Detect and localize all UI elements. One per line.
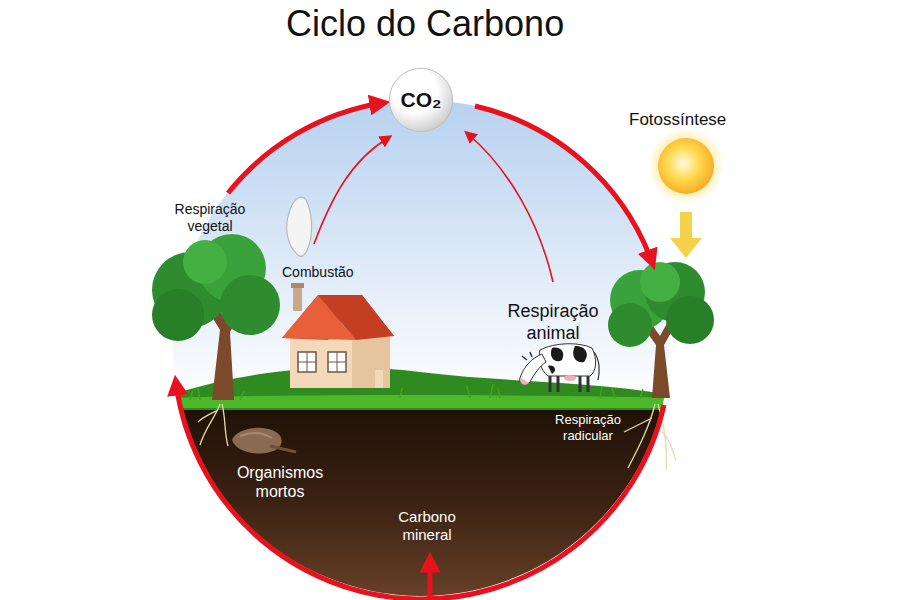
process-label: Respiração radicular [543,412,633,443]
thin-arrows [314,134,553,282]
process-label: Fotossíntese [629,110,726,130]
process-label: Respiração vegetal [165,201,255,235]
sun [648,128,724,258]
cycle-ring-arrows [176,103,664,599]
soil [0,402,900,600]
diagram-title: Ciclo do Carbono [286,2,564,45]
co2-circle: CO₂ [388,67,454,133]
circle-shape [389,68,452,131]
roots [198,404,676,470]
ring-arrow [428,560,433,597]
grass-blades [190,384,643,400]
ring-arc [475,106,652,262]
cow [520,344,600,392]
grass [160,395,690,408]
combustion-arrow [314,138,388,244]
reservoir-label: Carbono mineral [382,508,472,544]
ring-arc [176,383,664,599]
animal-respiration-arrow [468,134,553,282]
node-content: CO₂ [388,67,454,133]
sky [0,0,900,402]
node-label: CO₂ [401,88,442,112]
smoke [287,197,312,256]
right-tree [608,262,714,398]
reservoir-label: Organismos mortos [225,463,335,501]
ring-arc [228,103,382,193]
process-label: Respiração animal [498,301,608,344]
dead-organism [232,428,296,454]
process-label: Combustão [282,264,354,281]
left-tree [152,234,280,400]
house [282,283,394,388]
